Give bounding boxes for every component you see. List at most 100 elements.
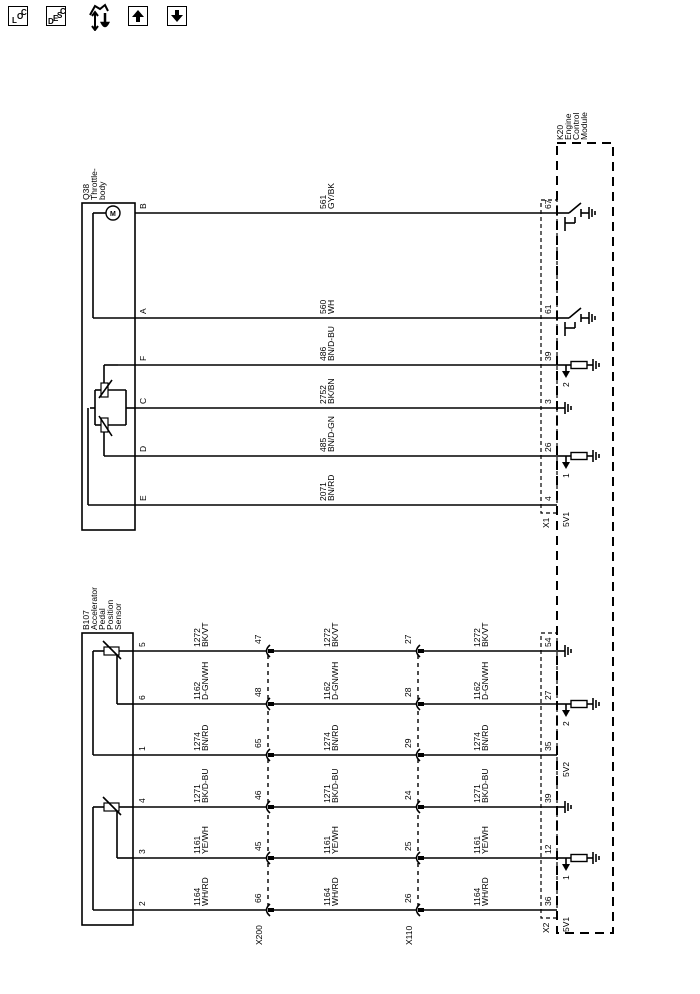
ecm-pin-number: 35	[543, 741, 553, 751]
wiper-arrow-icon	[98, 415, 113, 437]
circuit-number: 1161	[192, 835, 202, 854]
ecm-box	[556, 142, 614, 934]
ecm-pin-number: 12	[543, 844, 553, 854]
wire-color: BK/VT	[330, 622, 340, 647]
loc-letter: L	[12, 16, 17, 25]
circuit-number: 1272	[192, 628, 202, 647]
connector-x110-label: X110	[404, 926, 414, 945]
male-terminal-icon	[418, 649, 424, 653]
circuit-number: 560	[318, 300, 328, 314]
pin-label: 1	[137, 746, 147, 751]
connector-pin-number: 45	[253, 841, 263, 851]
wire-color: D-GN/WH	[330, 662, 340, 700]
ecm-pin-number: 26	[543, 442, 553, 452]
connector-pin-number: 28	[403, 687, 413, 697]
connector-pin-number: 24	[403, 790, 413, 800]
circuit-number: 561	[318, 195, 328, 209]
connector-x200-label: X200	[254, 925, 264, 945]
circuit-number: 1274	[192, 732, 202, 751]
supply-label: 5V1	[561, 917, 571, 932]
b107-label: Accelerator	[89, 587, 99, 630]
wiper-arrow-icon	[102, 640, 122, 660]
male-terminal-icon	[418, 805, 424, 809]
connector-wrench-icon	[89, 3, 111, 32]
ecm-pin-number: 4	[543, 496, 553, 501]
ecm-label: Engine	[563, 113, 573, 140]
circuit-number: 1164	[322, 887, 332, 906]
description-button[interactable]: D E S C	[46, 6, 66, 26]
wiper-arrow-icon	[98, 379, 113, 399]
ecm-pin-number: 67	[543, 199, 553, 209]
loc-letter: O	[17, 12, 24, 21]
connector-info-button[interactable]	[86, 3, 114, 32]
arrow-up-icon	[132, 10, 144, 22]
b107-label: B107	[81, 610, 91, 630]
arrow-icon	[562, 710, 570, 717]
pin-label: 4	[137, 798, 147, 803]
q38-label: body	[97, 181, 107, 200]
resistor-icon	[570, 853, 588, 863]
pin-label: D	[138, 446, 148, 452]
pin-label: A	[138, 308, 148, 314]
male-terminal-icon	[418, 908, 424, 912]
q38-box	[81, 202, 136, 531]
b107-label: Position	[105, 599, 115, 630]
connector-pin-number: 46	[253, 790, 263, 800]
ecm-pin-number: 39	[543, 793, 553, 803]
wire-color: BN/RD	[326, 475, 336, 501]
circuit-number: 1274	[472, 732, 482, 751]
previous-button[interactable]	[128, 6, 148, 26]
wire-color: BN/RD	[200, 725, 210, 751]
wire-color: BN/D-BU	[326, 326, 336, 361]
circuit-number: 1271	[322, 784, 332, 803]
desc-letter: S	[57, 11, 63, 20]
ecm-label: Module	[579, 112, 589, 140]
circuit-number: 1162	[322, 681, 332, 700]
connector-pin-number: 27	[403, 634, 413, 644]
wire-color: YE/WH	[330, 826, 340, 854]
resistor-icon	[570, 360, 588, 370]
wire-color: BK/D-BU	[330, 769, 340, 803]
wiper-arrow-icon	[102, 796, 122, 816]
arrow-icon	[562, 371, 570, 378]
next-button[interactable]	[167, 6, 187, 26]
connector-pin-number: 47	[253, 634, 263, 644]
reference-label: 2	[561, 382, 571, 387]
wire-color: BK/D-BU	[200, 769, 210, 803]
connector-pin-number: 29	[403, 738, 413, 748]
male-terminal-icon	[418, 702, 424, 706]
male-terminal-icon	[268, 856, 274, 860]
pin-label: 2	[137, 901, 147, 906]
wire-color: WH/RD	[330, 877, 340, 906]
b107-label: Sensor	[113, 603, 123, 630]
male-terminal-icon	[268, 805, 274, 809]
circuit-number: 1271	[192, 784, 202, 803]
ecm-pin-number: 36	[543, 896, 553, 906]
connector-pin-number: 66	[253, 893, 263, 903]
connector-pin-number: 48	[253, 687, 263, 697]
circuit-number: 1164	[192, 887, 202, 906]
circuit-number: 2071	[318, 482, 328, 501]
arrow-down-icon	[171, 10, 183, 22]
male-terminal-icon	[418, 856, 424, 860]
connector-x2-label: X2	[541, 922, 551, 933]
male-terminal-icon	[268, 702, 274, 706]
circuit-number: 1271	[472, 784, 482, 803]
pin-label: 3	[137, 849, 147, 854]
pin-label: C	[138, 398, 148, 404]
q38-label: Q38	[81, 184, 91, 200]
ecm-label: K20	[555, 125, 565, 140]
b107-label: Pedal	[97, 608, 107, 630]
circuit-number: 1161	[322, 835, 332, 854]
circuit-number: 1161	[472, 835, 482, 854]
male-terminal-icon	[268, 908, 274, 912]
location-button[interactable]: L O C	[8, 6, 28, 26]
wire-color: YE/WH	[200, 826, 210, 854]
reference-label: 2	[561, 721, 571, 726]
ecm-pin-number: 27	[543, 690, 553, 700]
wire-color: BK/VT	[480, 622, 490, 647]
male-terminal-icon	[418, 753, 424, 757]
desc-letter: E	[53, 14, 59, 23]
wire-color: BN/D-GN	[326, 416, 336, 452]
